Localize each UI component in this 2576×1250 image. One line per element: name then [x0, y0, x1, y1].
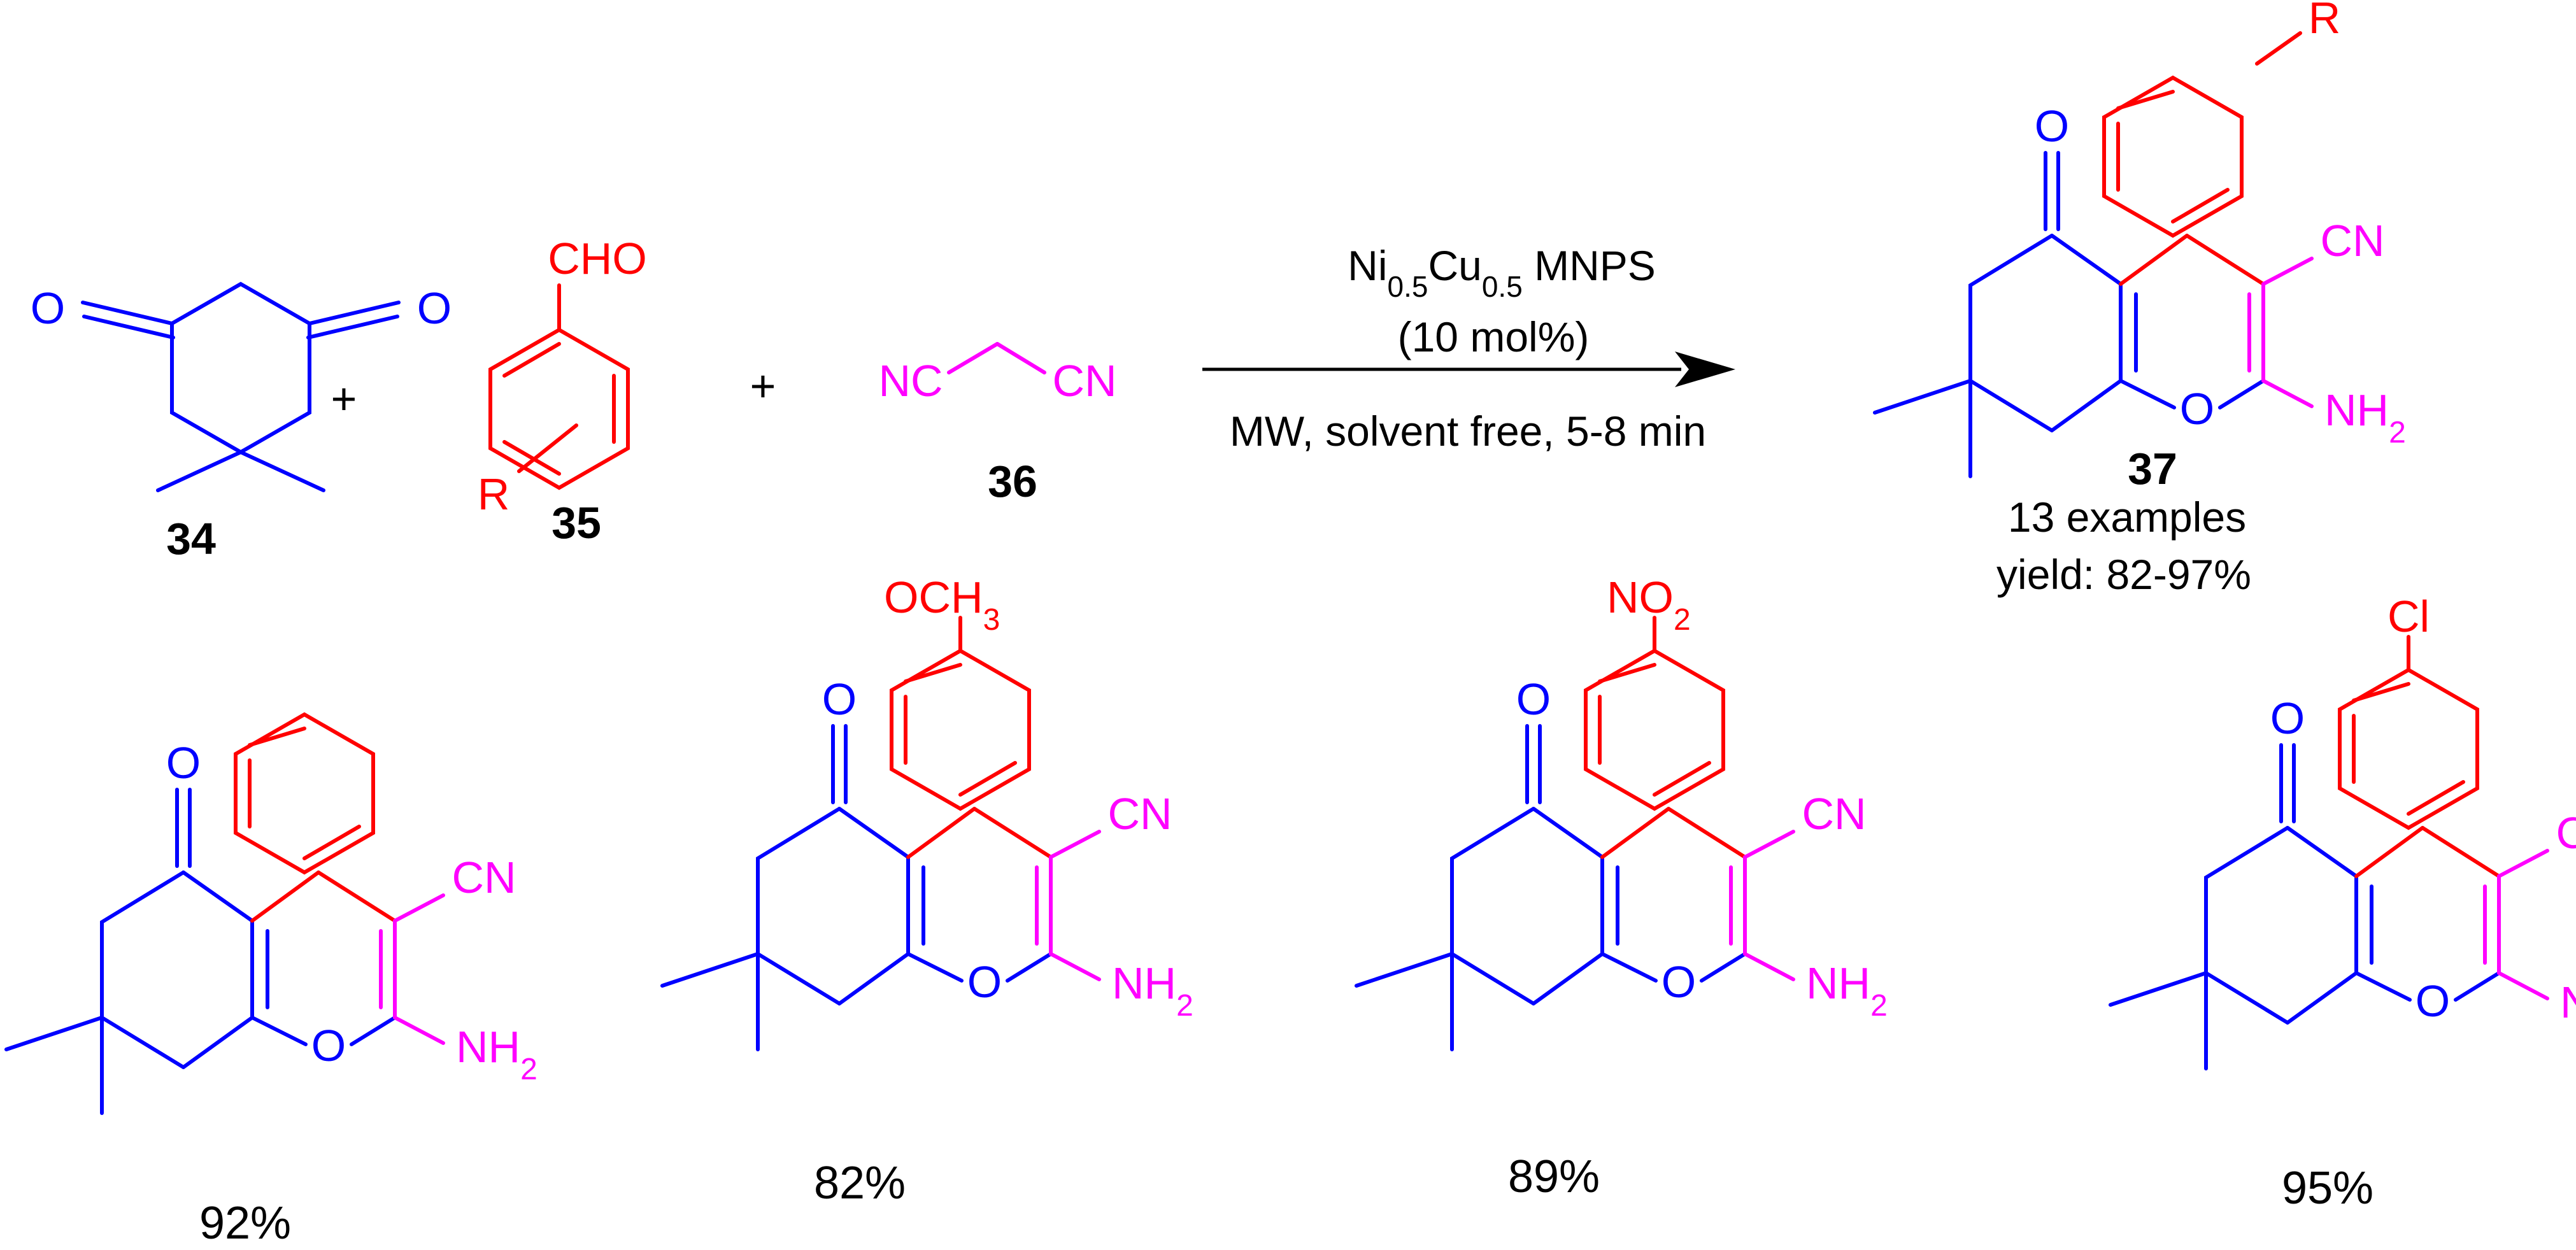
- reaction-arrow: [1202, 352, 1735, 387]
- r-group-label: R: [2309, 0, 2341, 43]
- chloro-label: Cl: [2387, 592, 2430, 641]
- ketone-oxygen-label: O: [822, 674, 857, 724]
- reactant-36: NC CN 36: [878, 342, 1117, 506]
- ring-oxygen-label: O: [311, 1021, 346, 1070]
- catalyst-loading: (10 mol%): [1398, 313, 1590, 360]
- amine-label: NH2: [2324, 385, 2406, 450]
- ketone-oxygen-label: O: [31, 283, 65, 333]
- yield-label: 82%: [814, 1158, 906, 1209]
- methoxy-label: OCH3: [884, 572, 1000, 637]
- compound-label-34: 34: [166, 514, 216, 564]
- reaction-conditions: MW, solvent free, 5-8 min: [1230, 408, 1706, 455]
- example-product-3: NO2 O O CN NH2 89%: [1356, 572, 1888, 1202]
- yield-label: 95%: [2282, 1163, 2373, 1214]
- compound-label-37: 37: [2128, 444, 2177, 494]
- yield-label: 92%: [199, 1198, 291, 1249]
- yield-range: yield: 82-97%: [1996, 551, 2251, 598]
- plus-sign: +: [750, 361, 776, 411]
- compound-label-35: 35: [551, 498, 601, 548]
- nitrile-label: CN: [2556, 808, 2576, 858]
- ketone-oxygen-label: O: [166, 738, 201, 788]
- nitrile-label: CN: [1107, 789, 1172, 839]
- ring-oxygen-label: O: [2416, 976, 2450, 1026]
- nitrile-label: CN: [1802, 789, 1866, 839]
- ring-oxygen-label: O: [1662, 957, 1696, 1007]
- product-37: R O O CN NH2 37 13 examples yield: 82-97…: [1875, 0, 2406, 598]
- nitrile-label: CN: [2320, 216, 2384, 266]
- example-product-4: Cl O O CN NH2 95%: [2110, 592, 2576, 1214]
- example-product-1: O O CN NH2 92%: [6, 714, 537, 1249]
- nitrile-label: NC: [878, 356, 943, 406]
- example-product-2: OCH3 O O CN NH2 82%: [662, 572, 1193, 1209]
- ring-oxygen-label: O: [2180, 384, 2214, 434]
- ketone-oxygen-label: O: [2270, 693, 2305, 743]
- example-count: 13 examples: [2008, 494, 2246, 541]
- yield-label: 89%: [1508, 1151, 1600, 1202]
- nitro-label: NO2: [1607, 572, 1691, 637]
- ketone-oxygen-label: O: [417, 283, 452, 333]
- reactant-34: O O 34: [31, 281, 452, 564]
- amine-label: NH2: [1112, 958, 1193, 1023]
- aldehyde-group-label: CHO: [548, 234, 647, 283]
- plus-sign: +: [331, 374, 357, 423]
- amine-label: NH2: [456, 1022, 537, 1086]
- amine-label: NH2: [1806, 958, 1888, 1023]
- r-group-label: R: [478, 469, 510, 519]
- amine-label: NH2: [2560, 977, 2576, 1042]
- ketone-oxygen-label: O: [2035, 101, 2069, 151]
- ring-oxygen-label: O: [967, 957, 1002, 1007]
- reactant-35: CHO R 35: [478, 234, 647, 548]
- catalyst-label: Ni0.5Cu0.5 MNPS: [1348, 242, 1656, 303]
- nitrile-label: CN: [1052, 356, 1116, 406]
- ketone-oxygen-label: O: [1516, 674, 1551, 724]
- nitrile-label: CN: [452, 853, 516, 902]
- compound-label-36: 36: [988, 457, 1037, 506]
